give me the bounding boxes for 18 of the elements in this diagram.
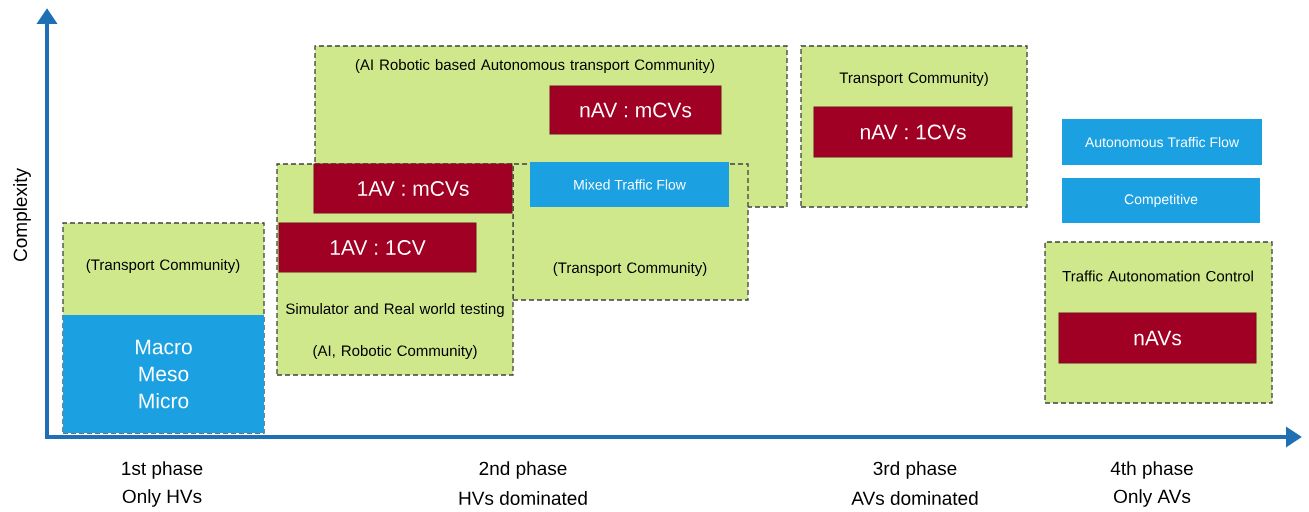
ratio-box: 1AV : mCVs: [313, 163, 513, 214]
ratio-box: nAV : mCVs: [549, 85, 722, 135]
phase-label: 2nd phase: [479, 461, 567, 479]
phase-label: HVs dominated: [459, 491, 587, 505]
ratio-box: nAVs: [1058, 312, 1257, 364]
phase-label: 4th phase: [1110, 461, 1193, 479]
axis-label: Complexity: [13, 168, 31, 262]
traffic-flow-box: Competitive: [1062, 178, 1260, 223]
ratio-box: 1AV : 1CV: [278, 222, 477, 273]
phase-label: 3rd phase: [873, 461, 957, 479]
phase-label: Only AVs: [1114, 489, 1191, 507]
phase-label: Only HVs: [122, 489, 202, 507]
traffic-flow-box: Autonomous Traffic Flow: [1062, 119, 1262, 165]
ratio-box: nAV : 1CVs: [813, 106, 1013, 158]
model-level-box: Macro Meso Micro: [63, 315, 264, 433]
traffic-flow-box: Mixed Traffic Flow: [530, 162, 729, 207]
phase-label: AVs dominated: [851, 491, 978, 505]
phase-label: 1st phase: [122, 461, 203, 479]
